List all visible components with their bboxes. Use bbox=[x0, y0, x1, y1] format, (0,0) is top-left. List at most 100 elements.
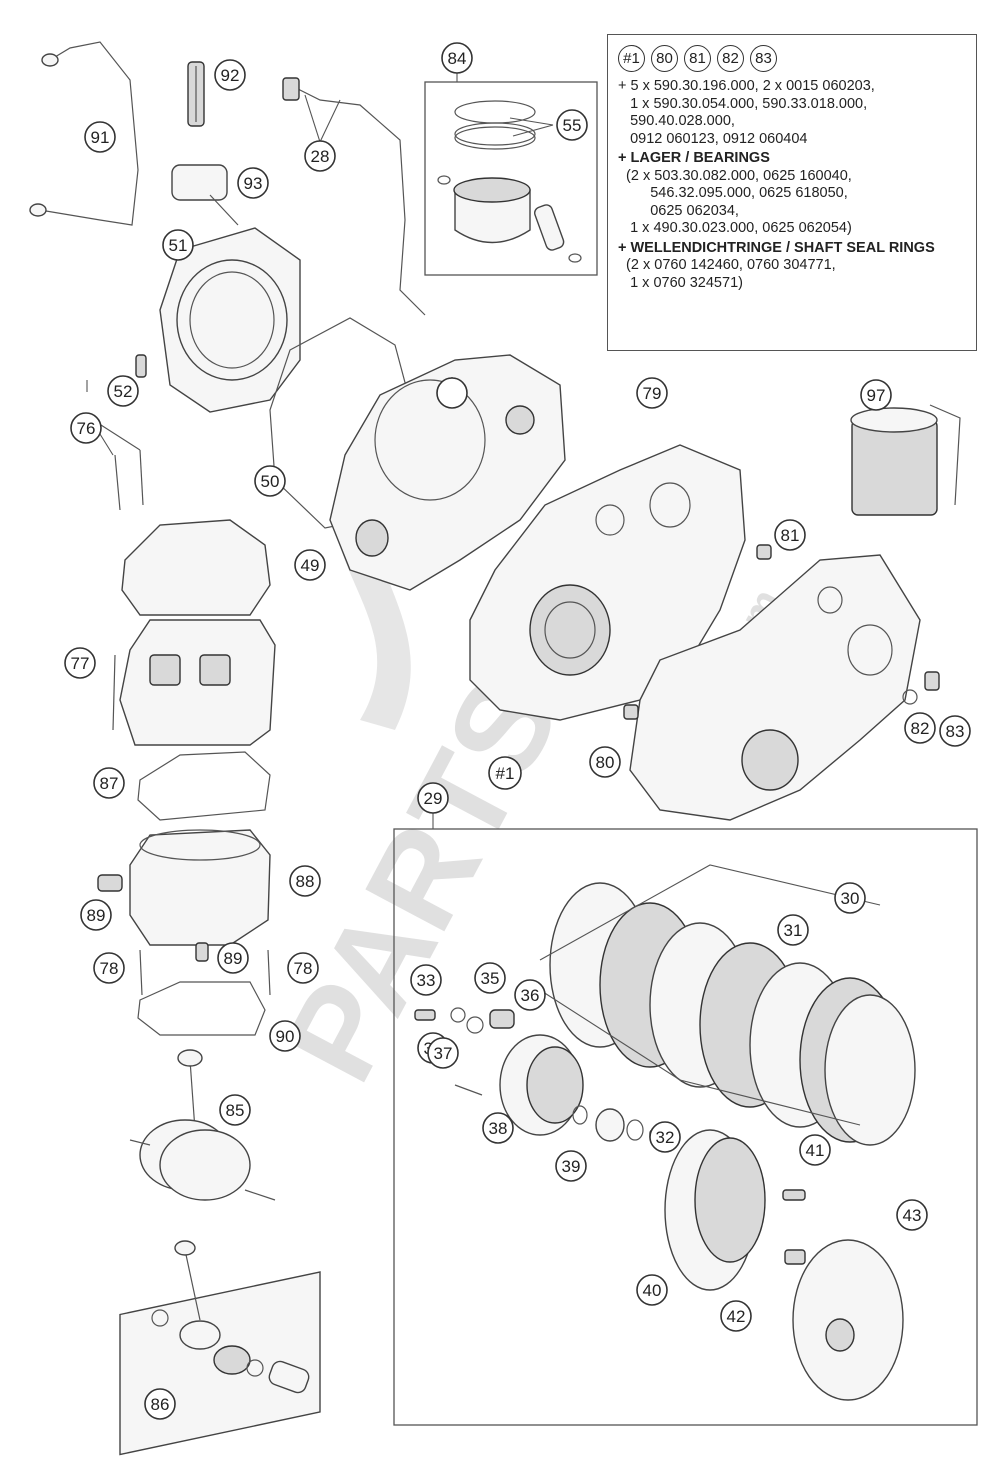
svg-text:89: 89 bbox=[87, 906, 106, 925]
svg-text:52: 52 bbox=[114, 382, 133, 401]
svg-text:82: 82 bbox=[911, 719, 930, 738]
callout-76: 76 bbox=[70, 412, 102, 444]
svg-text:80: 80 bbox=[596, 753, 615, 772]
callout-79 bbox=[436, 377, 468, 409]
svg-text:91: 91 bbox=[91, 128, 110, 147]
svg-text:50: 50 bbox=[261, 472, 280, 491]
callout-90: 90 bbox=[269, 1020, 301, 1052]
piston-rings bbox=[454, 100, 536, 150]
clutch-group-box bbox=[393, 828, 978, 1426]
info-line: (2 x 503.30.082.000, 0625 160040, bbox=[618, 167, 852, 184]
piston-group-box bbox=[424, 81, 598, 276]
svg-text:37: 37 bbox=[434, 1044, 453, 1063]
svg-text:87: 87 bbox=[100, 774, 119, 793]
svg-text:36: 36 bbox=[521, 986, 540, 1005]
info-line: 1 x 0760 324571) bbox=[618, 274, 743, 291]
piston-ring-compressor-tool bbox=[850, 404, 961, 516]
clutch-basket bbox=[664, 1129, 766, 1291]
decompression-cable bbox=[289, 84, 426, 316]
crankshaft bbox=[129, 1049, 276, 1201]
callout-78b: 78 bbox=[287, 952, 319, 984]
head-gasket bbox=[137, 751, 271, 821]
info-line: 0912 060123, 0912 060404 bbox=[618, 130, 808, 147]
info-line: 1 x 590.30.054.000, 590.33.018.000, bbox=[618, 95, 868, 112]
callout-37: 37 bbox=[427, 1037, 459, 1069]
callout-55: 55 bbox=[556, 109, 588, 141]
callout-40: 40 bbox=[636, 1274, 668, 1306]
info-heading-shaft-seals: + WELLENDICHTRINGE / SHAFT SEAL RINGS bbox=[618, 239, 935, 256]
callout-87: 87 bbox=[93, 767, 125, 799]
svg-text:39: 39 bbox=[562, 1157, 581, 1176]
info-line: 0625 062034, bbox=[618, 202, 739, 219]
svg-text:86: 86 bbox=[151, 1395, 170, 1414]
callout-31: 31 bbox=[777, 914, 809, 946]
kit-contents-box: #1 80 81 82 83 + 5 x 590.30.196.000, 2 x… bbox=[607, 34, 977, 351]
piston bbox=[437, 175, 582, 263]
svg-text:42: 42 bbox=[727, 1307, 746, 1326]
svg-text:30: 30 bbox=[841, 889, 860, 908]
callout-92: 92 bbox=[214, 59, 246, 91]
callout-93: 93 bbox=[237, 167, 269, 199]
callout-82: 82 bbox=[904, 712, 936, 744]
callout-36: 36 bbox=[514, 979, 546, 1011]
callout-91: 91 bbox=[84, 121, 116, 153]
callout-89a: 89 bbox=[80, 899, 112, 931]
base-gasket bbox=[137, 981, 266, 1036]
callout-83: 83 bbox=[939, 715, 971, 747]
svg-text:31: 31 bbox=[784, 921, 803, 940]
info-heading-bearings: + LAGER / BEARINGS bbox=[618, 150, 770, 166]
svg-text:78: 78 bbox=[294, 959, 313, 978]
svg-text:33: 33 bbox=[417, 971, 436, 990]
svg-text:43: 43 bbox=[903, 1206, 922, 1225]
svg-text:76: 76 bbox=[77, 419, 96, 438]
svg-text:81: 81 bbox=[781, 526, 800, 545]
callout-30: 30 bbox=[834, 882, 866, 914]
cylinder-head bbox=[112, 619, 276, 746]
callout-79-label: 79 bbox=[636, 377, 668, 409]
chain-tensioner bbox=[171, 164, 239, 226]
svg-text:92: 92 bbox=[221, 66, 240, 85]
kit-ref-1: #1 bbox=[618, 45, 645, 72]
callout-84: 84 bbox=[441, 42, 473, 74]
svg-text:55: 55 bbox=[563, 116, 582, 135]
kit-refs-row: #1 80 81 82 83 bbox=[618, 45, 966, 72]
callout-43: 43 bbox=[896, 1199, 928, 1231]
connecting-rod-kit bbox=[119, 1240, 321, 1456]
leader-lines bbox=[86, 73, 554, 829]
svg-text:78: 78 bbox=[100, 959, 119, 978]
svg-text:77: 77 bbox=[71, 654, 90, 673]
kit-ref-80: 80 bbox=[651, 45, 678, 72]
svg-text:40: 40 bbox=[643, 1281, 662, 1300]
callout-35: 35 bbox=[474, 962, 506, 994]
callout-29: 29 bbox=[417, 782, 449, 814]
svg-text:89: 89 bbox=[224, 949, 243, 968]
svg-text:49: 49 bbox=[301, 556, 320, 575]
svg-text:32: 32 bbox=[656, 1128, 675, 1147]
svg-text:84: 84 bbox=[448, 49, 467, 68]
clutch-plates bbox=[539, 864, 916, 1146]
callout-86: 86 bbox=[144, 1388, 176, 1420]
svg-text:88: 88 bbox=[296, 872, 315, 891]
callout-88: 88 bbox=[289, 865, 321, 897]
svg-text:97: 97 bbox=[867, 386, 886, 405]
callout-32: 32 bbox=[649, 1121, 681, 1153]
callout-51: 51 bbox=[162, 229, 194, 261]
callout-77: 77 bbox=[64, 647, 96, 679]
svg-text:41: 41 bbox=[806, 1141, 825, 1160]
svg-text:90: 90 bbox=[276, 1027, 295, 1046]
clutch-cover bbox=[159, 227, 301, 413]
svg-text:28: 28 bbox=[311, 147, 330, 166]
ignition-side-cover bbox=[329, 354, 566, 591]
clutch-disc bbox=[792, 1239, 904, 1401]
callout-28: 28 bbox=[304, 140, 336, 172]
callout-41: 41 bbox=[799, 1134, 831, 1166]
callout-42: 42 bbox=[720, 1300, 752, 1332]
info-line: + 5 x 590.30.196.000, 2 x 0015 060203, bbox=[618, 78, 875, 94]
callout-49: 49 bbox=[294, 549, 326, 581]
kit-ref-81: 81 bbox=[684, 45, 711, 72]
svg-text:35: 35 bbox=[481, 969, 500, 988]
svg-text:93: 93 bbox=[244, 174, 263, 193]
valve-cover bbox=[114, 449, 271, 616]
crankcase-right-half bbox=[629, 554, 921, 821]
